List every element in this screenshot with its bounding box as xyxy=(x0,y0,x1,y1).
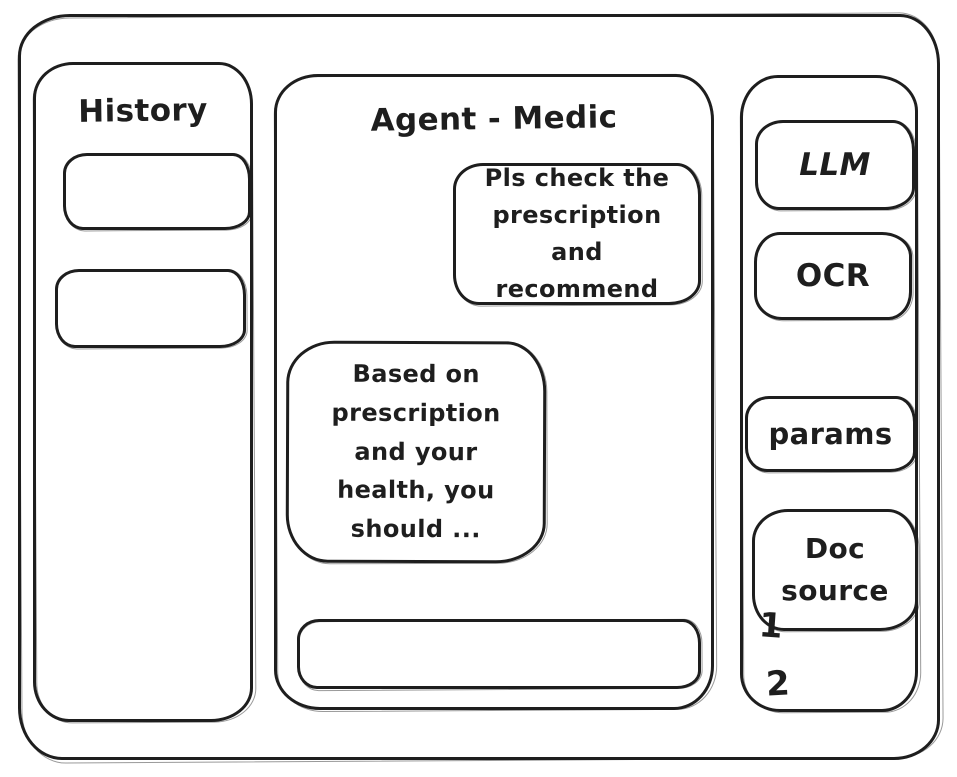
app-window-frame xyxy=(18,14,940,760)
message-input-box[interactable] xyxy=(297,619,701,689)
chat-panel: Agent - Medic Pls check the prescription… xyxy=(274,74,714,710)
llm-button[interactable]: LLM xyxy=(755,120,915,210)
history-panel: History xyxy=(33,62,253,722)
doc-source-button[interactable]: Doc source xyxy=(752,509,918,631)
user-message-bubble: Pls check the prescription and recommend xyxy=(453,163,701,305)
tools-panel: LLM OCR params Doc source 1 2 xyxy=(740,75,918,712)
params-button[interactable]: params xyxy=(745,396,916,472)
chat-title: Agent - Medic xyxy=(370,99,618,139)
history-title: History xyxy=(78,92,208,130)
doc-source-item-2[interactable]: 2 xyxy=(764,663,792,705)
message-input[interactable] xyxy=(300,622,698,686)
history-item[interactable] xyxy=(55,269,246,348)
doc-source-item-1[interactable]: 1 xyxy=(757,605,785,647)
assistant-message-bubble: Based on prescription and your health, y… xyxy=(285,340,547,564)
ocr-button[interactable]: OCR xyxy=(754,232,912,320)
history-item[interactable] xyxy=(63,153,251,230)
